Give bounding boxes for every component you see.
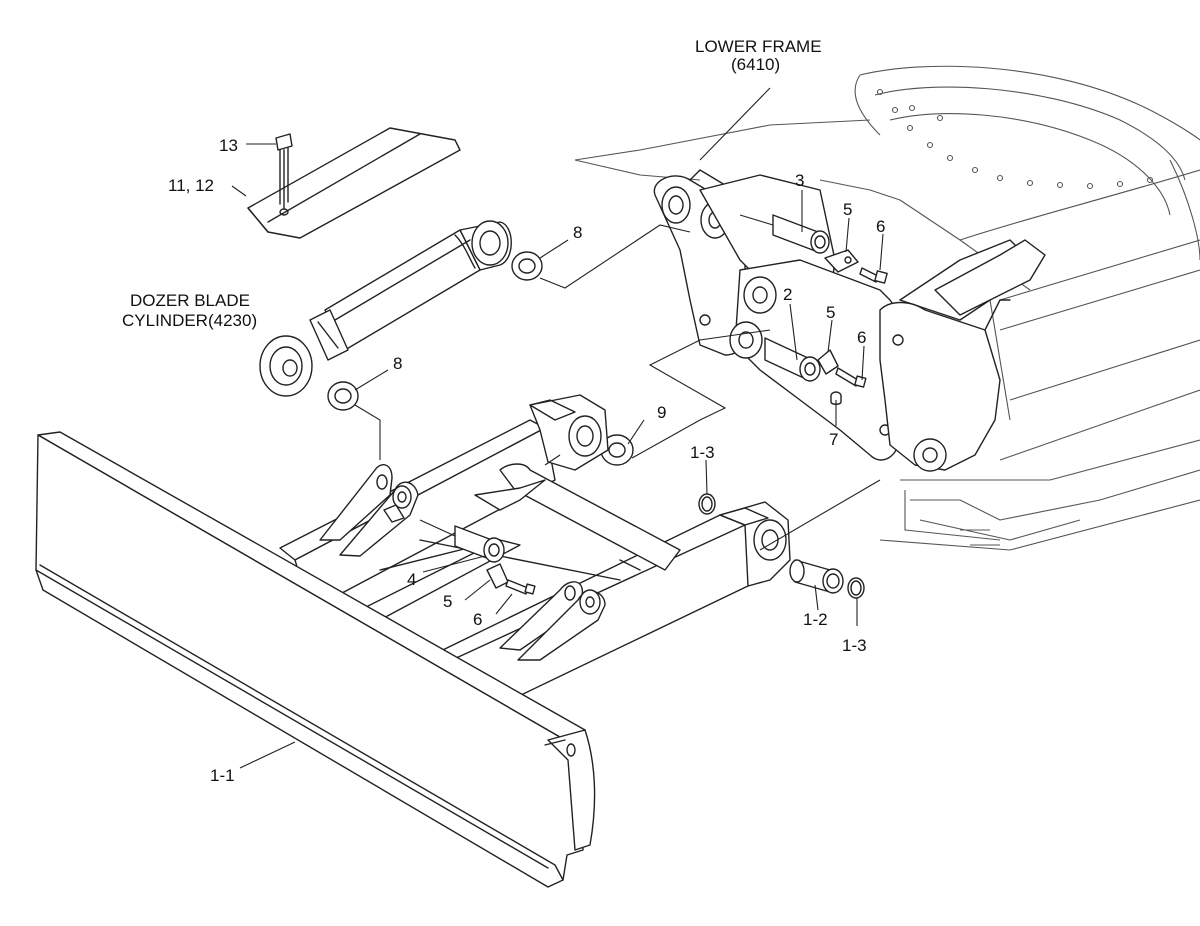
label-dozer-cylinder-line1: DOZER BLADE [130, 291, 250, 310]
lock-plate-5-low [486, 563, 509, 589]
label-part-11-12: 11, 12 [168, 176, 214, 195]
label-part-3: 3 [795, 171, 804, 190]
washer-8-lower [327, 381, 359, 411]
label-dozer-cylinder-line2: CYLINDER(4230) [122, 311, 257, 330]
label-part-7: 7 [829, 430, 838, 449]
pin-2-lower [764, 337, 821, 382]
label-lower-frame-code: (6410) [731, 55, 780, 74]
snap-ring-1-3-top [698, 493, 716, 515]
pin-4 [419, 519, 505, 563]
label-part-8-top: 8 [573, 223, 582, 242]
washer-9 [600, 434, 634, 466]
dozer-blade-cylinder [259, 220, 512, 397]
label-part-8-left: 8 [393, 354, 402, 373]
washer-8-upper [511, 251, 543, 281]
label-part-2: 2 [783, 285, 792, 304]
label-part-6-top: 6 [876, 217, 885, 236]
label-part-4: 4 [407, 570, 416, 589]
bolt-6-top [859, 267, 888, 284]
label-part-1-3-low: 1-3 [842, 636, 867, 655]
bushing-1-2 [789, 559, 844, 594]
label-part-9: 9 [657, 403, 666, 422]
label-part-5-low: 5 [443, 592, 452, 611]
dozer-blade-1-1 [35, 431, 596, 888]
label-part-6-low: 6 [473, 610, 482, 629]
frame-brackets [653, 169, 1046, 472]
slew-ring-bolt-holes [876, 88, 1154, 190]
callout-leaders [231, 143, 884, 769]
bolt-13 [275, 133, 293, 209]
label-part-1-2: 1-2 [803, 610, 828, 629]
bolt-6-low [505, 579, 536, 595]
lock-plate-5-top [824, 249, 859, 273]
label-part-1-3-top: 1-3 [690, 443, 715, 462]
lock-plate-5-mid [817, 349, 839, 375]
label-lower-frame: LOWER FRAME [695, 37, 822, 56]
label-part-6-mid: 6 [857, 328, 866, 347]
cover-plate-11-12 [247, 127, 461, 239]
pin-3-upper [739, 214, 830, 254]
label-part-13: 13 [219, 136, 238, 155]
bolt-6-mid [835, 367, 867, 388]
snap-ring-1-3-low [847, 577, 865, 599]
callout-labels: LOWER FRAME (6410) DOZER BLADE CYLINDER(… [122, 37, 885, 785]
label-part-5-mid: 5 [826, 303, 835, 322]
label-part-1-1: 1-1 [210, 766, 235, 785]
label-part-5-top: 5 [843, 200, 852, 219]
